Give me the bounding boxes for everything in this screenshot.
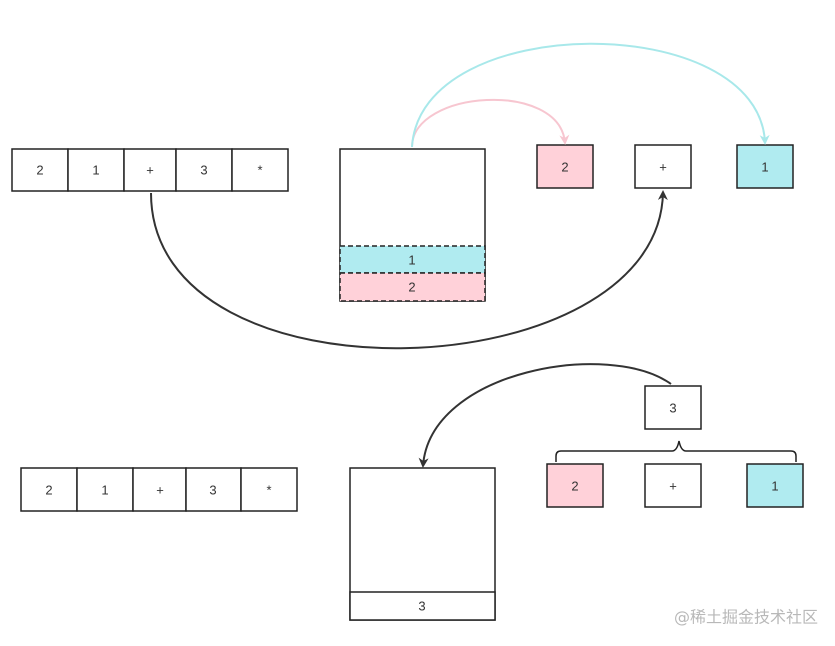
result-label: 3 <box>669 401 676 416</box>
bottom-expression-array: 2 1 + 3 * <box>20 467 298 512</box>
expression-cell: 1 <box>67 148 125 192</box>
expression-cell: * <box>231 148 289 192</box>
operand-label: 1 <box>771 479 778 494</box>
stack-item: 3 <box>349 591 496 621</box>
pop-arrow-cyan <box>411 42 770 148</box>
top-expression-array: 2 1 + 3 * <box>11 148 289 192</box>
expression-cell: + <box>123 148 177 192</box>
expression-cell-label: * <box>257 163 262 178</box>
expression-cell-label: 1 <box>92 163 99 178</box>
operand-box-pink: 2 <box>546 463 604 508</box>
popped-operator: + <box>634 144 692 189</box>
bottom-stack: 3 <box>349 467 496 621</box>
stack-item-label: 1 <box>408 253 415 268</box>
expression-cell-label: 2 <box>45 483 52 498</box>
pop-arrow-pink <box>411 98 570 148</box>
popped-operand-pink: 2 <box>536 144 594 189</box>
expression-cell: 2 <box>20 467 78 512</box>
expression-cell: + <box>132 467 187 512</box>
top-stack: 1 2 <box>339 148 486 302</box>
expression-cell-label: + <box>156 483 164 498</box>
expression-cell: 1 <box>76 467 134 512</box>
operator-arrow <box>150 190 668 350</box>
expression-cell: 3 <box>175 148 233 192</box>
expression-cell: 2 <box>11 148 69 192</box>
stack-item-label: 2 <box>408 280 415 295</box>
popped-operator-label: + <box>659 160 667 175</box>
stack-item-label: 3 <box>418 599 425 614</box>
operand-box-cyan: 1 <box>746 463 804 508</box>
popped-operand-cyan: 1 <box>736 144 794 189</box>
popped-operand-label: 2 <box>561 160 568 175</box>
expression-cell-label: * <box>266 483 271 498</box>
stack-item-pink: 2 <box>339 272 486 302</box>
operator-label: + <box>669 479 677 494</box>
watermark: @稀土掘金技术社区 <box>674 608 818 627</box>
result-box: 3 <box>644 385 702 430</box>
expression-cell-label: 3 <box>200 163 207 178</box>
expression-cell: 3 <box>185 467 242 512</box>
grouping-brace <box>555 440 797 462</box>
expression-cell-label: 2 <box>36 163 43 178</box>
expression-cell-label: 3 <box>209 483 216 498</box>
popped-operand-label: 1 <box>761 160 768 175</box>
push-result-arrow <box>418 363 672 468</box>
operator-box: + <box>644 463 702 508</box>
operand-label: 2 <box>571 479 578 494</box>
stack-item-cyan: 1 <box>339 245 486 274</box>
expression-cell: * <box>240 467 298 512</box>
expression-cell-label: + <box>146 163 154 178</box>
expression-cell-label: 1 <box>101 483 108 498</box>
